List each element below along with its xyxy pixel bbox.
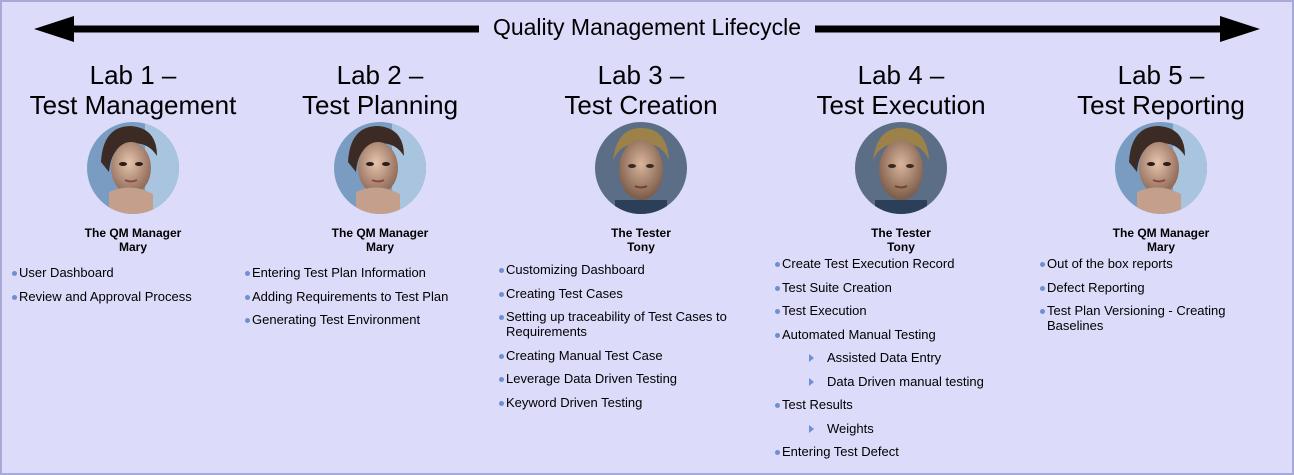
diagram-title: Quality Management Lifecycle [0, 14, 1294, 41]
woman-portrait-avatar [1115, 122, 1207, 214]
lab-title: Lab 4 –Test Execution [771, 60, 1031, 120]
lab-number: Lab 4 – [857, 60, 945, 90]
lab-topic: Test Execution [816, 90, 986, 120]
man-portrait-avatar [855, 122, 947, 214]
list-item: Creating Manual Test Case [499, 348, 779, 363]
list-item: Customizing Dashboard [499, 262, 779, 277]
lab-topic: Test Creation [564, 90, 718, 120]
man-portrait-avatar [595, 122, 687, 214]
woman-portrait-avatar [87, 122, 179, 214]
persona-role: The Tester [871, 226, 931, 240]
persona-name: Mary [365, 240, 394, 254]
persona-name: Mary [118, 240, 147, 254]
list-item: Leverage Data Driven Testing [499, 371, 779, 386]
list-item: Entering Test Defect [775, 444, 1025, 459]
lab-title: Lab 1 –Test Management [3, 60, 263, 120]
persona-name: Tony [887, 240, 915, 254]
persona-name: Mary [1146, 240, 1175, 254]
list-item: User Dashboard [12, 265, 242, 280]
sub-list-item: Assisted Data Entry [775, 350, 1025, 365]
list-item: Adding Requirements to Test Plan [245, 289, 490, 304]
list-item: Create Test Execution Record [775, 256, 1025, 271]
persona-role: The QM Manager [331, 226, 429, 240]
list-item: Setting up traceability of Test Cases to… [499, 309, 779, 339]
persona-role: The Tester [611, 226, 671, 240]
list-item: Automated Manual Testing [775, 327, 1025, 342]
lab-topic: Test Reporting [1077, 90, 1245, 120]
list-item: Entering Test Plan Information [245, 265, 490, 280]
list-item: Test Results [775, 397, 1025, 412]
lab-title: Lab 3 –Test Creation [511, 60, 771, 120]
sub-list-item: Weights [775, 421, 1025, 436]
sub-list-item: Data Driven manual testing [775, 374, 1025, 389]
list-item: Review and Approval Process [12, 289, 242, 304]
persona-name: Tony [627, 240, 655, 254]
list-item: Generating Test Environment [245, 312, 490, 327]
persona-role: The QM Manager [84, 226, 182, 240]
woman-portrait-avatar [334, 122, 426, 214]
list-item: Creating Test Cases [499, 286, 779, 301]
lab-number: Lab 3 – [597, 60, 685, 90]
list-item: Test Execution [775, 303, 1025, 318]
lab-topic: Test Management [29, 90, 237, 120]
lab-title: Lab 2 –Test Planning [250, 60, 510, 120]
arrow-left-head-icon [34, 16, 74, 42]
list-item: Test Suite Creation [775, 280, 1025, 295]
lab-number: Lab 1 – [89, 60, 177, 90]
list-item: Keyword Driven Testing [499, 395, 779, 410]
lab-topic: Test Planning [301, 90, 459, 120]
lab-title: Lab 5 –Test Reporting [1031, 60, 1291, 120]
list-item: Test Plan Versioning - Creating Baseline… [1040, 303, 1285, 333]
persona-role: The QM Manager [1112, 226, 1210, 240]
list-item: Defect Reporting [1040, 280, 1285, 295]
list-item: Out of the box reports [1040, 256, 1285, 271]
arrow-right-head-icon [1220, 16, 1260, 42]
lab-number: Lab 5 – [1117, 60, 1205, 90]
lab-number: Lab 2 – [336, 60, 424, 90]
